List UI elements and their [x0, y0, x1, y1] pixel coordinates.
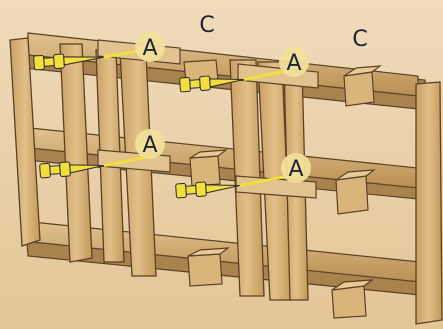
stud-right-outer — [416, 82, 442, 324]
callout-c-right: C — [352, 27, 367, 52]
callout-a-top-left: A — [135, 32, 165, 62]
callout-c-left: C — [199, 13, 214, 38]
callout-a-mid-left: A — [135, 129, 165, 159]
callout-a-top-right: A — [279, 47, 309, 77]
svg-text:A: A — [142, 36, 157, 61]
svg-text:A: A — [286, 51, 301, 76]
svg-text:A: A — [288, 157, 303, 182]
callout-a-mid-right: A — [281, 153, 311, 183]
svg-text:A: A — [142, 133, 157, 158]
